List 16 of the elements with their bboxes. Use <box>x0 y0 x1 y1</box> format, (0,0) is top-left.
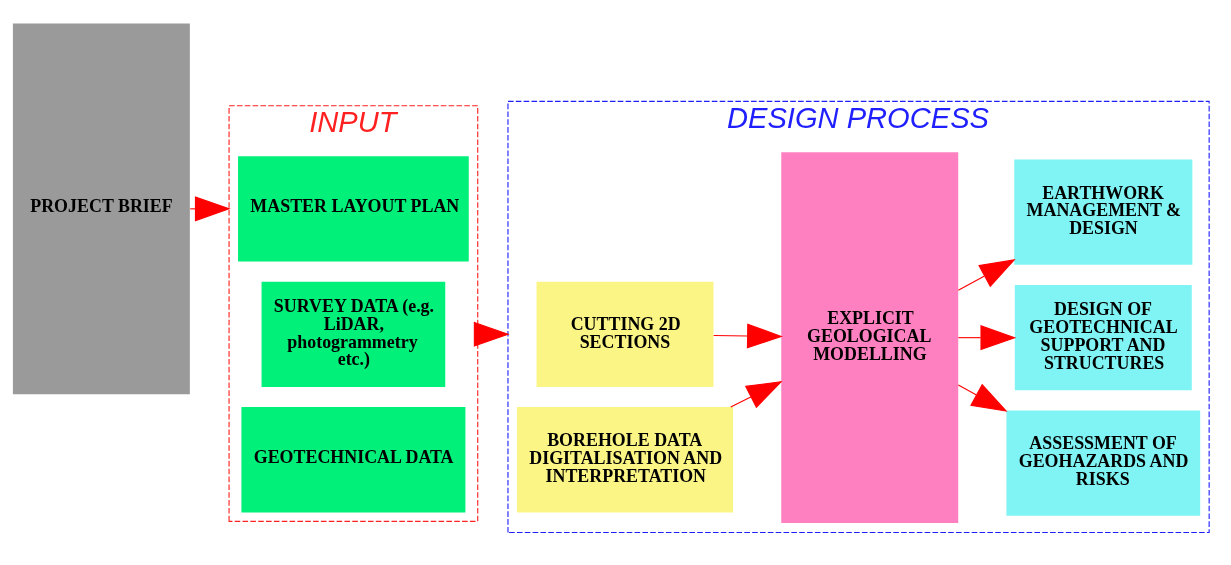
node-box: CUTTING 2D SECTIONS <box>536 281 714 387</box>
arrow <box>957 325 1017 351</box>
node-box: GEOTECHNICAL DATA <box>241 407 466 513</box>
node-box: EARTHWORK MANAGEMENT & DESIGN <box>1014 159 1193 265</box>
node-box: BOREHOLE DATA DIGITALISATION AND INTERPRETATION <box>516 407 734 513</box>
node-box: EXPLICIT GEOLOGICAL MODELLING <box>781 152 959 524</box>
arrow <box>473 321 510 347</box>
arrow <box>713 323 783 349</box>
arrow <box>730 380 783 409</box>
node-box: DESIGN OF GEOTECHNICAL SUPPORT AND STRUCTURES <box>1014 285 1192 391</box>
arrow <box>957 259 1016 291</box>
node-box: ASSESSMENT OF GEOHAZARDS AND RISKS <box>1006 410 1201 516</box>
node-box: PROJECT BRIEF <box>12 23 190 395</box>
node-box: MASTER LAYOUT PLAN <box>238 156 469 262</box>
arrow <box>957 383 1008 412</box>
node-box: SURVEY DATA (e.g. LiDAR, photogrammetry etc.) <box>261 281 446 387</box>
